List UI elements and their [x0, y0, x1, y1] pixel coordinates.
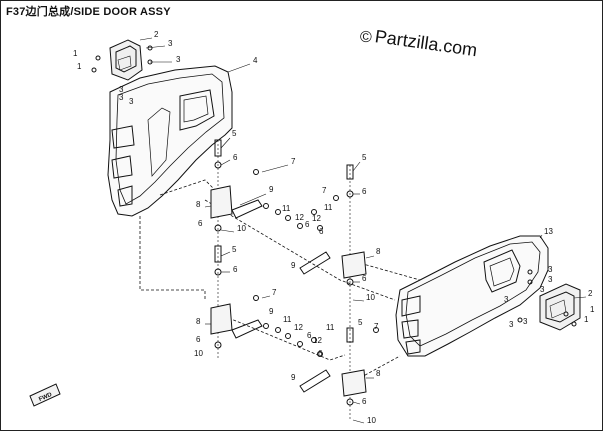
callout-6: 6: [307, 331, 312, 340]
callout-7: 7: [322, 186, 327, 195]
callout-3: 3: [504, 295, 509, 304]
callout-10: 10: [367, 416, 376, 425]
callout-3: 3: [523, 317, 528, 326]
callout-11: 11: [282, 204, 291, 213]
callout-3: 3: [176, 55, 181, 64]
callout-11: 11: [326, 323, 335, 332]
callout-9: 9: [269, 307, 274, 316]
callout-10: 10: [194, 349, 203, 358]
diagram-title: F37边门总成/SIDE DOOR ASSY: [6, 6, 171, 18]
callout-7: 7: [374, 322, 379, 331]
right-door-panel: [395, 235, 549, 357]
callout-3: 3: [548, 265, 553, 274]
callout-10: 10: [237, 224, 246, 233]
callout-12: 12: [313, 336, 322, 345]
callout-7: 7: [272, 288, 277, 297]
callout-8: 8: [196, 317, 201, 326]
callout-3: 3: [119, 93, 124, 102]
fwd-label: FWD: [38, 392, 54, 403]
callout-6: 6: [319, 227, 324, 236]
callout-6: 6: [233, 265, 238, 274]
right-door-handle: [539, 283, 581, 331]
callout-4: 4: [253, 56, 258, 65]
partzilla-watermark: ©Partzilla.com: [360, 26, 478, 60]
callout-12: 12: [312, 214, 321, 223]
fwd-direction-badge: [29, 383, 61, 407]
callout-2: 2: [588, 289, 593, 298]
callout-1: 1: [590, 305, 595, 314]
callout-6: 6: [305, 220, 310, 229]
left-hinge-axis: [210, 139, 263, 360]
callout-11: 11: [324, 203, 333, 212]
small-fasteners: [91, 45, 577, 357]
callout-6: 6: [362, 397, 367, 406]
callout-3: 3: [168, 39, 173, 48]
callout-3: 3: [540, 285, 545, 294]
callout-8: 8: [376, 247, 381, 256]
callout-3: 3: [129, 97, 134, 106]
callout-10: 10: [366, 293, 375, 302]
right-hinge-axis: [299, 164, 367, 420]
callout-7: 7: [291, 157, 296, 166]
callout-9: 9: [291, 373, 296, 382]
callout-5: 5: [232, 245, 237, 254]
callout-13: 13: [544, 227, 553, 236]
callout-1: 1: [73, 49, 78, 58]
callout-3: 3: [509, 320, 514, 329]
callout-3: 3: [548, 275, 553, 284]
copyright-symbol: ©: [360, 29, 372, 46]
callout-6: 6: [362, 274, 367, 283]
callout-2: 2: [154, 30, 159, 39]
callout-5: 5: [362, 153, 367, 162]
callout-6: 6: [233, 153, 238, 162]
callout-6: 6: [362, 187, 367, 196]
callout-9: 9: [269, 185, 274, 194]
callout-6: 6: [318, 349, 323, 358]
callout-12: 12: [294, 323, 303, 332]
callout-6: 6: [196, 335, 201, 344]
left-door-panel: [107, 65, 233, 217]
callout-1: 1: [77, 62, 82, 71]
callout-8: 8: [196, 200, 201, 209]
leader-lines: [139, 37, 587, 424]
callout-6: 6: [198, 219, 203, 228]
left-door-handle: [109, 39, 143, 81]
callout-11: 11: [283, 315, 292, 324]
callout-9: 9: [291, 261, 296, 270]
callout-5: 5: [358, 318, 363, 327]
callout-8: 8: [376, 369, 381, 378]
callout-5: 5: [232, 129, 237, 138]
assembly-guide-lines: [139, 179, 421, 381]
callout-12: 12: [295, 213, 304, 222]
callout-3: 3: [119, 85, 124, 94]
callout-1: 1: [584, 315, 589, 324]
